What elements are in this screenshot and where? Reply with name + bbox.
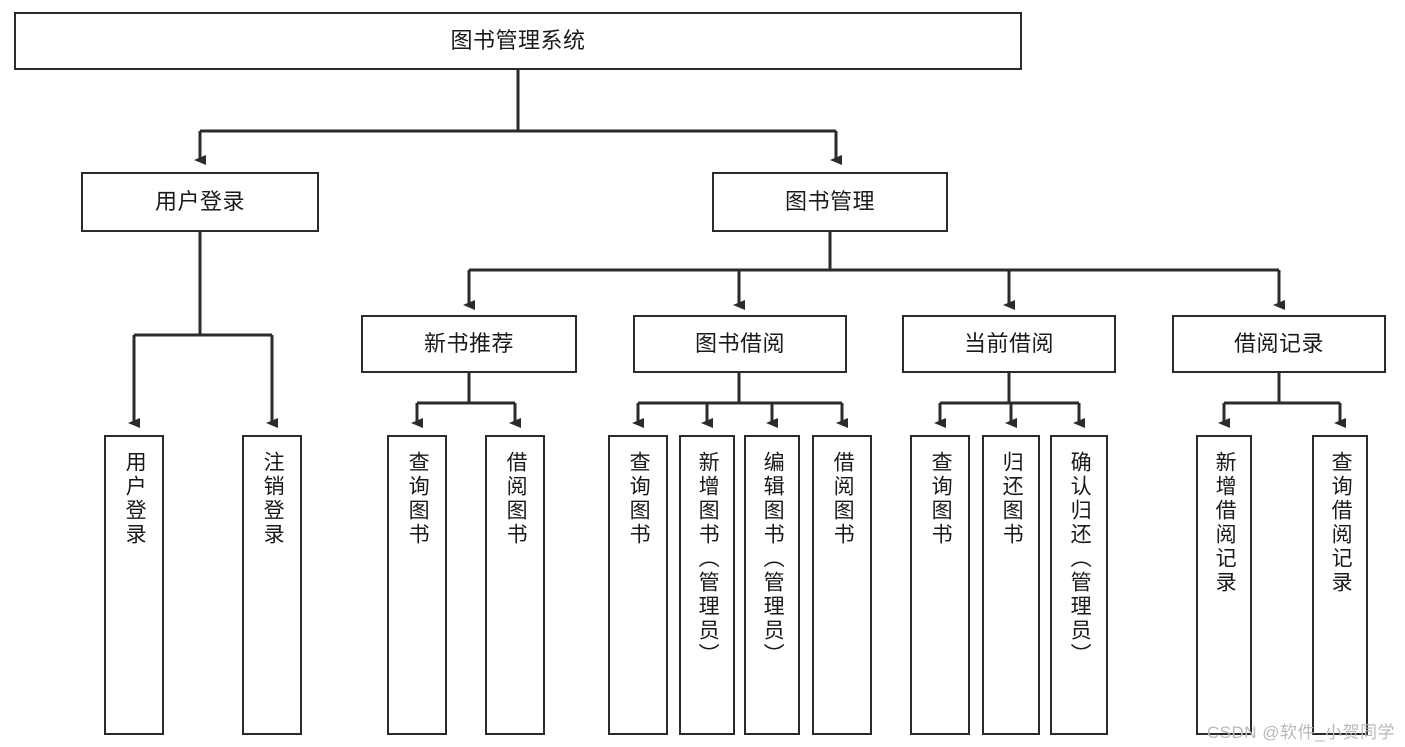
node-label: 注销登录 [261, 451, 285, 547]
node-label: 新书推荐 [423, 331, 514, 357]
leaf-user-login-login[interactable]: 用户登录 [104, 435, 164, 735]
watermark-text: CSDN @软件_小贺同学 [1206, 723, 1395, 742]
leaf-borrow-record-query-record[interactable]: 查询借阅记录 [1312, 435, 1368, 735]
node-current-borrow[interactable]: 当前借阅 [902, 315, 1116, 373]
node-borrow-record[interactable]: 借阅记录 [1172, 315, 1386, 373]
leaf-book-borrow-borrow-book[interactable]: 借阅图书 [812, 435, 872, 735]
node-label: 图书借阅 [694, 331, 785, 357]
node-label: 查询借阅记录 [1329, 451, 1353, 595]
node-label: 新增借阅记录 [1213, 451, 1237, 595]
node-label: 查询图书 [627, 451, 651, 547]
node-label: 当前借阅 [963, 331, 1054, 357]
node-label: 归还图书 [1000, 451, 1024, 547]
node-user-login[interactable]: 用户登录 [81, 172, 319, 232]
node-book-management[interactable]: 图书管理 [712, 172, 948, 232]
node-label: 借阅记录 [1233, 331, 1324, 357]
node-label: 确认归还（管理员） [1068, 451, 1092, 667]
node-label: 图书管理系统 [450, 28, 586, 54]
leaf-current-borrow-confirm-return-admin[interactable]: 确认归还（管理员） [1050, 435, 1108, 735]
leaf-current-borrow-query-book[interactable]: 查询图书 [910, 435, 970, 735]
leaf-borrow-record-add-record[interactable]: 新增借阅记录 [1196, 435, 1252, 735]
node-new-book-recommend[interactable]: 新书推荐 [361, 315, 577, 373]
leaf-book-borrow-add-book-admin[interactable]: 新增图书（管理员） [679, 435, 735, 735]
leaf-new-book-borrow-book[interactable]: 借阅图书 [485, 435, 545, 735]
node-label: 编辑图书（管理员） [761, 451, 785, 667]
node-label: 新增图书（管理员） [696, 451, 720, 667]
node-root-book-management-system[interactable]: 图书管理系统 [14, 12, 1022, 70]
node-book-borrow[interactable]: 图书借阅 [633, 315, 847, 373]
node-label: 借阅图书 [504, 451, 528, 547]
node-label: 图书管理 [784, 189, 875, 215]
leaf-current-borrow-return-book[interactable]: 归还图书 [982, 435, 1040, 735]
leaf-book-borrow-edit-book-admin[interactable]: 编辑图书（管理员） [744, 435, 800, 735]
node-label: 借阅图书 [831, 451, 855, 547]
leaf-book-borrow-query-book[interactable]: 查询图书 [608, 435, 668, 735]
node-label: 用户登录 [123, 451, 147, 547]
node-label: 查询图书 [406, 451, 430, 547]
node-label: 查询图书 [929, 451, 953, 547]
leaf-new-book-query-book[interactable]: 查询图书 [387, 435, 447, 735]
leaf-user-login-logout[interactable]: 注销登录 [242, 435, 302, 735]
node-label: 用户登录 [154, 189, 245, 215]
